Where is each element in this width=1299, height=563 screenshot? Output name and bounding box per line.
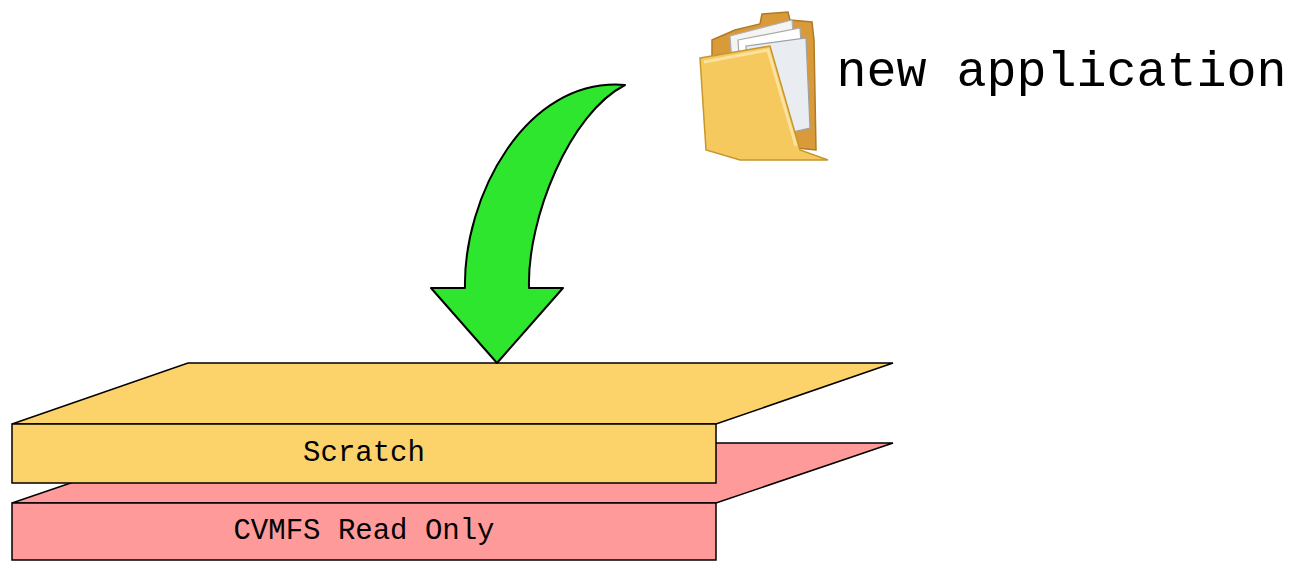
layer-label: Scratch [12,424,716,484]
arrow-body [431,85,625,363]
folder-front [700,46,828,160]
layer-outline [12,363,893,484]
curved-arrow [431,85,625,363]
layer-top-face [12,443,893,503]
layer-front-face [12,503,716,560]
application-label: new application [830,38,1293,108]
layer-label: CVMFS Read Only [12,503,716,560]
application-folder: new application [625,12,1293,162]
layer-top-face [12,363,893,424]
folder-highlight [704,50,796,146]
layer-front-face [12,424,716,483]
storage-layer: Scratch [12,363,893,484]
